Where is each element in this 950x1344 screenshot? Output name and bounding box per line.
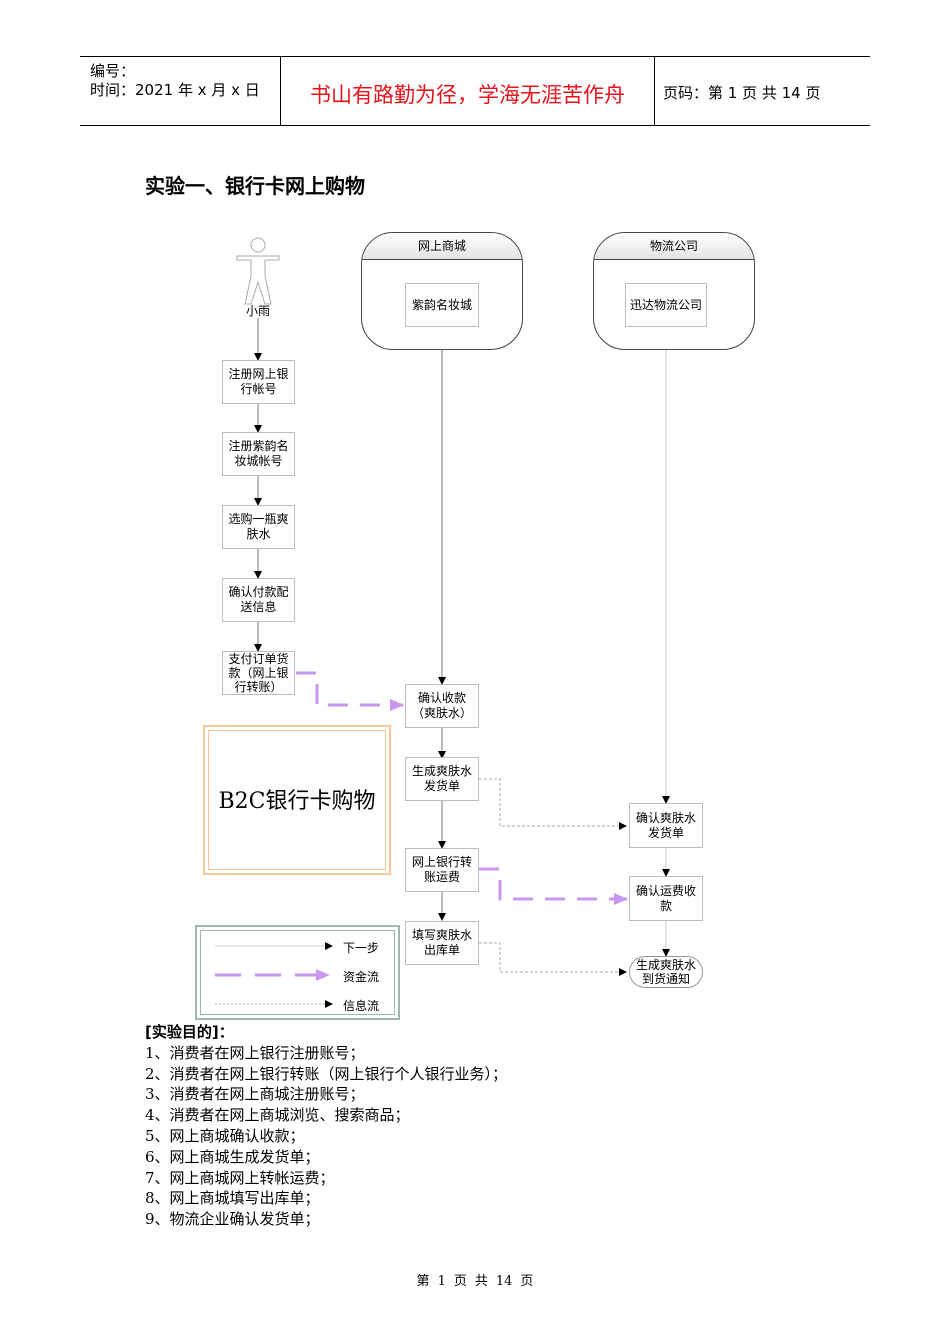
- page-title: 实验一、银行卡网上购物: [145, 174, 365, 198]
- header-meta-cell: 编号： 时间：2021 年 x 月 x 日: [80, 57, 281, 125]
- experiment-goals: [实验目的]： 1、消费者在网上银行注册账号； 2、消费者在网上银行转账（网上银…: [145, 1022, 507, 1230]
- step-pay-order: 支付订单货款（网上银行转账）: [222, 651, 295, 695]
- legend-money-flow: 资金流: [343, 970, 380, 984]
- goal-item: 4、消费者在网上商城浏览、搜索商品；: [145, 1106, 410, 1125]
- goal-item: 1、消费者在网上银行注册账号；: [145, 1043, 365, 1062]
- money-flow-payment: [296, 671, 404, 711]
- footer-total-pages: 14: [495, 1274, 513, 1289]
- goal-item: 2、消费者在网上银行转账（网上银行个人银行业务）；: [145, 1064, 508, 1083]
- step-register-bank: 注册网上银行帐号: [222, 360, 295, 404]
- banner-text: B2C银行卡购物: [218, 789, 376, 814]
- goal-item: 8、网上商城填写出库单；: [145, 1189, 320, 1208]
- footer-ye: 页: [453, 1274, 467, 1289]
- footer-di: 第: [416, 1274, 430, 1289]
- step-transfer-freight: 网上银行转账运费: [405, 848, 479, 892]
- goal-item: 9、物流企业确认发货单；: [145, 1210, 320, 1229]
- motto: 书山有路勤为径，学海无涯苦作舟: [310, 83, 625, 107]
- header-motto-cell: 书山有路勤为径，学海无涯苦作舟: [281, 57, 655, 125]
- goal-item: 7、网上商城网上转帐运费；: [145, 1168, 335, 1187]
- actor-name: 小雨: [245, 304, 270, 318]
- goal-item: 5、网上商城确认收款；: [145, 1126, 305, 1145]
- info-flow-outbound: [479, 942, 627, 976]
- lane-online-mall: 网上商城: [361, 232, 523, 350]
- step-confirm-receipt: 确认收款（爽肤水）: [405, 684, 479, 728]
- footer-page-number: 1: [437, 1274, 446, 1289]
- step-select-product: 选购一瓶爽肤水: [222, 505, 295, 549]
- legend-frame-outer: [195, 925, 400, 1020]
- goals-heading: [实验目的]：: [145, 1023, 234, 1041]
- diagram-legend: 下一步 资金流 信息流: [195, 925, 400, 1020]
- step-generate-invoice: 生成爽肤水发货单: [405, 757, 479, 801]
- date-label: 时间：2021 年 x 月 x 日: [90, 81, 260, 99]
- legend-frame-inner: [200, 930, 395, 1015]
- person-icon: [236, 237, 280, 305]
- step-confirm-payment: 确认付款配送信息: [222, 578, 295, 622]
- banner-frame-outer: [203, 725, 391, 875]
- serial-label: 编号：: [90, 62, 136, 80]
- logistics-entity: 迅达物流公司: [625, 283, 707, 327]
- banner-frame-inner: [208, 730, 386, 870]
- info-flow-invoice: [479, 778, 627, 830]
- step-confirm-invoice: 确认爽肤水发货单: [629, 803, 703, 848]
- goal-item: 3、消费者在网上商城注册账号；: [145, 1085, 365, 1104]
- lane-mall-header: 网上商城: [362, 233, 522, 260]
- footer-ye2: 页: [520, 1274, 534, 1289]
- footer-gong: 共: [474, 1274, 488, 1289]
- diagram-banner: B2C银行卡购物: [203, 725, 391, 875]
- mall-entity: 紫韵名妆城: [405, 283, 479, 327]
- money-flow-freight: [479, 867, 628, 905]
- page-counter: 页码：第 1 页 共 14 页: [663, 84, 821, 102]
- lane-logistics-header: 物流公司: [594, 233, 754, 260]
- goal-item: 6、网上商城生成发货单；: [145, 1147, 320, 1166]
- step-register-mall: 注册紫韵名妆城帐号: [222, 432, 295, 476]
- step-fill-outbound: 填写爽肤水出库单: [405, 921, 479, 965]
- step-confirm-freight: 确认运费收款: [629, 876, 703, 921]
- step-arrival-notice: 生成爽肤水到货通知: [629, 956, 703, 988]
- legend-info-flow: 信息流: [343, 999, 380, 1013]
- document-header: 编号： 时间：2021 年 x 月 x 日 书山有路勤为径，学海无涯苦作舟 页码…: [80, 56, 870, 126]
- header-page-cell: 页码：第 1 页 共 14 页: [655, 57, 870, 125]
- legend-next-step: 下一步: [343, 941, 380, 955]
